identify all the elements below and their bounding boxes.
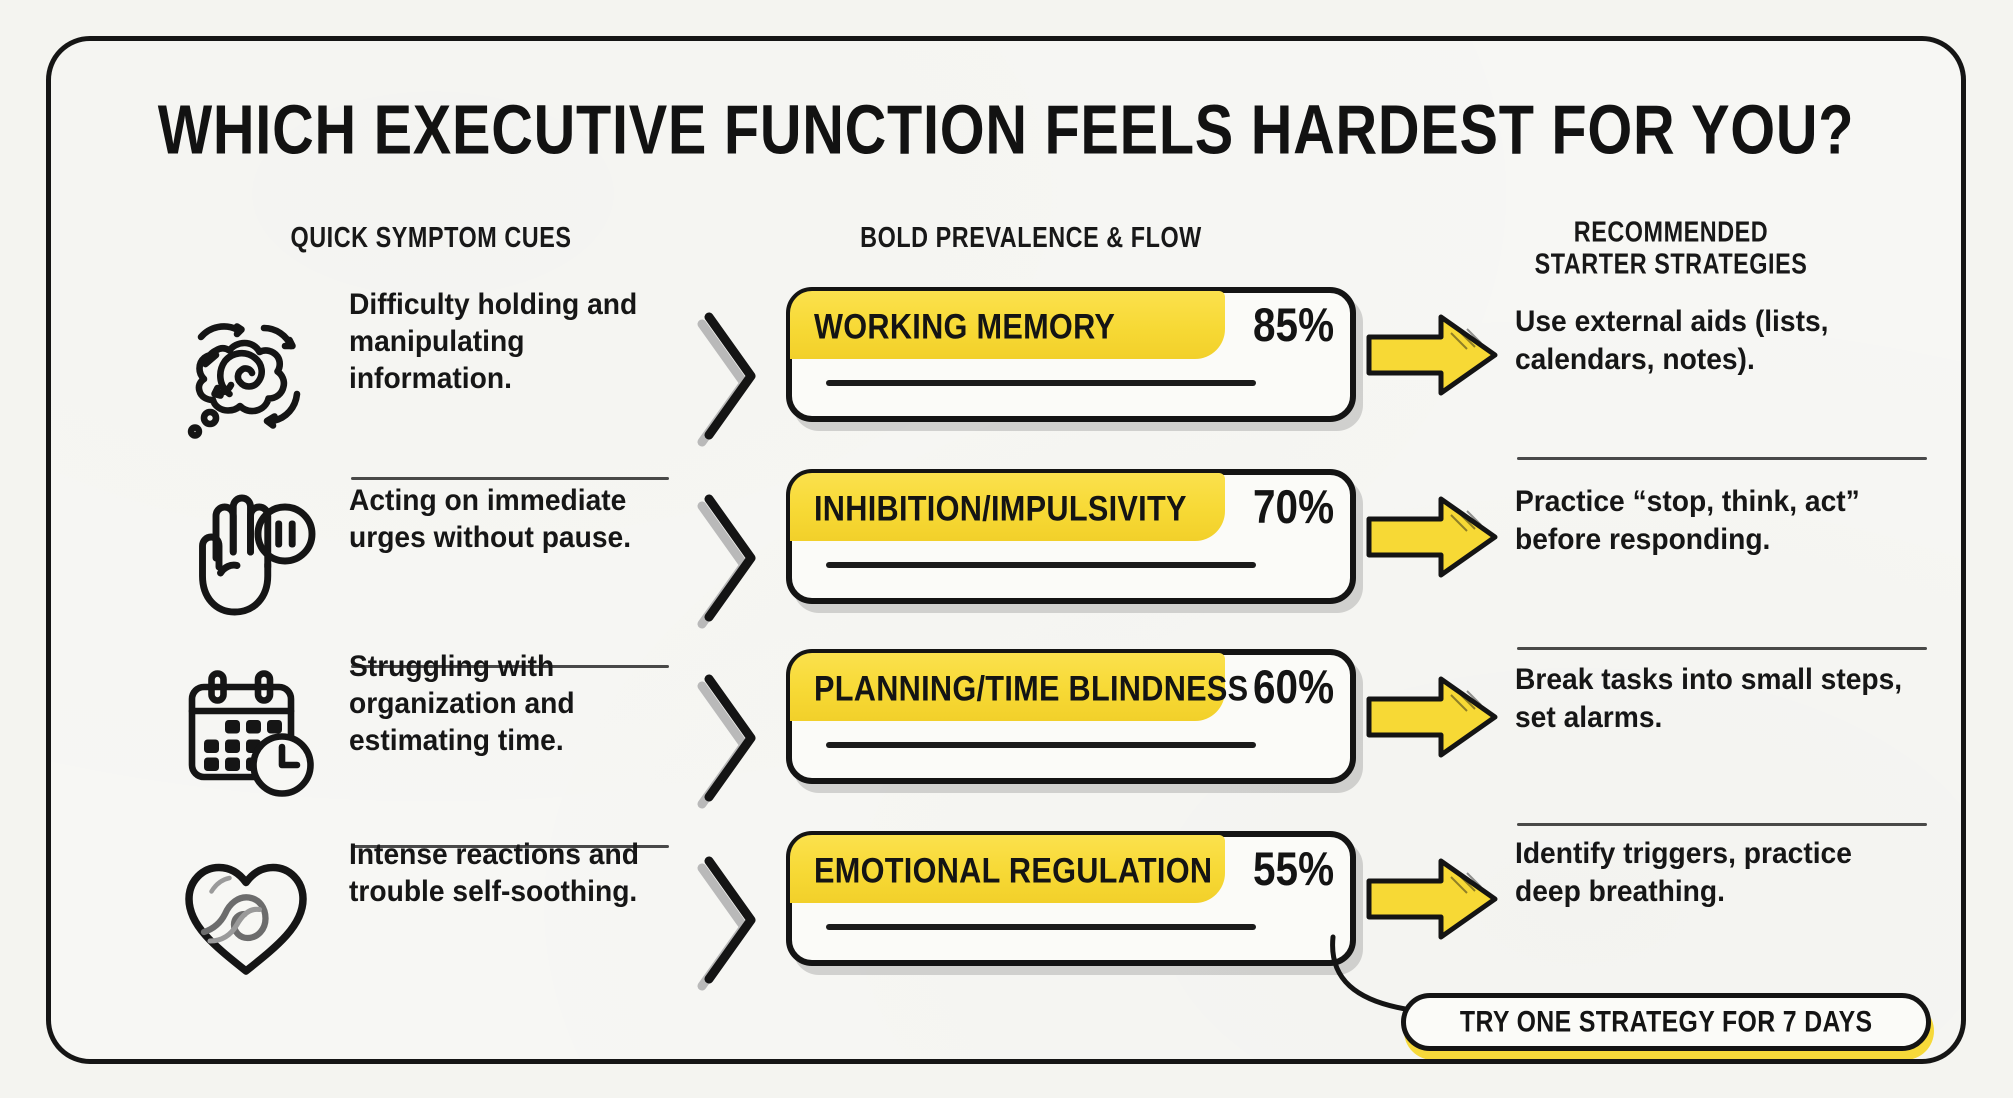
table-row: Acting on immediate urges without pause.…	[51, 469, 1961, 699]
chevron-right-icon	[697, 494, 756, 629]
prevalence-fill	[790, 291, 1226, 359]
prevalence-label: PLANNING/TIME BLINDNESS	[814, 668, 1249, 708]
page-title: WHICH EXECUTIVE FUNCTION FEELS HARDEST F…	[157, 92, 1855, 170]
cue-separator	[351, 477, 669, 480]
prevalence-underline	[826, 742, 1256, 748]
prevalence-percent: 60%	[1252, 661, 1334, 714]
column-header-strategies: RECOMMENDED STARTER STRATEGIES	[1455, 214, 1887, 281]
prevalence-label: INHIBITION/IMPULSIVITY	[814, 488, 1187, 528]
flow-arrow-icon	[1366, 858, 1498, 940]
strategy-text: Break tasks into small steps, set alarms…	[1515, 663, 1903, 734]
cue-separator	[351, 845, 669, 848]
cue-text: Struggling with organization and estimat…	[349, 650, 575, 757]
prevalence-underline	[826, 380, 1256, 386]
column-header-strategies-line2: STARTER STRATEGIES	[1534, 246, 1808, 281]
prevalence-card[interactable]: PLANNING/TIME BLINDNESS 60%	[786, 649, 1356, 784]
cue-text: Intense reactions and trouble self-sooth…	[349, 838, 639, 908]
calendar-clock-icon	[161, 655, 331, 815]
prevalence-fill	[790, 473, 1226, 541]
strategy-text: Use external aids (lists, calendars, not…	[1515, 305, 1829, 376]
strategy-text: Identify triggers, practice deep breathi…	[1515, 837, 1852, 908]
strategy-separator	[1517, 457, 1927, 460]
table-row: Intense reactions and trouble self-sooth…	[51, 831, 1961, 1059]
column-header-cues: QUICK SYMPTOM CUES	[290, 220, 572, 254]
flow-arrow-icon	[1366, 496, 1498, 578]
prevalence-percent: 70%	[1252, 481, 1334, 534]
hand-pause-icon	[161, 475, 331, 635]
chevron-right-icon	[697, 674, 756, 809]
column-header-strategies-line1: RECOMMENDED	[1573, 214, 1769, 248]
thought-cloud-spiral-icon	[161, 293, 331, 453]
column-header-prevalence: BOLD PREVALENCE & FLOW	[860, 220, 1202, 254]
cue-separator	[351, 665, 669, 668]
prevalence-underline	[826, 562, 1256, 568]
heart-wave-icon	[161, 837, 331, 997]
prevalence-card[interactable]: WORKING MEMORY 85%	[786, 287, 1356, 422]
prevalence-card[interactable]: EMOTIONAL REGULATION 55%	[786, 831, 1356, 966]
cta-label: TRY ONE STRATEGY FOR 7 DAYS	[1459, 1005, 1873, 1038]
chevron-right-icon	[697, 312, 756, 447]
prevalence-label: EMOTIONAL REGULATION	[814, 850, 1213, 890]
prevalence-fill	[790, 835, 1226, 903]
strategy-separator	[1517, 823, 1927, 826]
flow-arrow-icon	[1366, 314, 1498, 396]
table-row: Difficulty holding and manipulating info…	[51, 287, 1961, 517]
prevalence-underline	[826, 924, 1256, 930]
cta-connector-curve	[1330, 934, 1422, 1014]
prevalence-percent: 85%	[1252, 299, 1334, 352]
table-row: Struggling with organization and estimat…	[51, 649, 1961, 879]
cue-text: Acting on immediate urges without pause.	[349, 484, 632, 554]
chevron-right-icon	[697, 856, 756, 991]
cta-badge[interactable]: TRY ONE STRATEGY FOR 7 DAYS	[1401, 993, 1931, 1051]
strategy-text: Practice “stop, think, act” before respo…	[1515, 485, 1860, 556]
flow-arrow-icon	[1366, 676, 1498, 758]
prevalence-label: WORKING MEMORY	[814, 306, 1116, 346]
cue-text: Difficulty holding and manipulating info…	[349, 288, 638, 395]
prevalence-fill	[790, 653, 1226, 721]
infographic-board: WHICH EXECUTIVE FUNCTION FEELS HARDEST F…	[46, 36, 1966, 1064]
prevalence-card[interactable]: INHIBITION/IMPULSIVITY 70%	[786, 469, 1356, 604]
strategy-separator	[1517, 647, 1927, 650]
prevalence-percent: 55%	[1252, 843, 1334, 896]
